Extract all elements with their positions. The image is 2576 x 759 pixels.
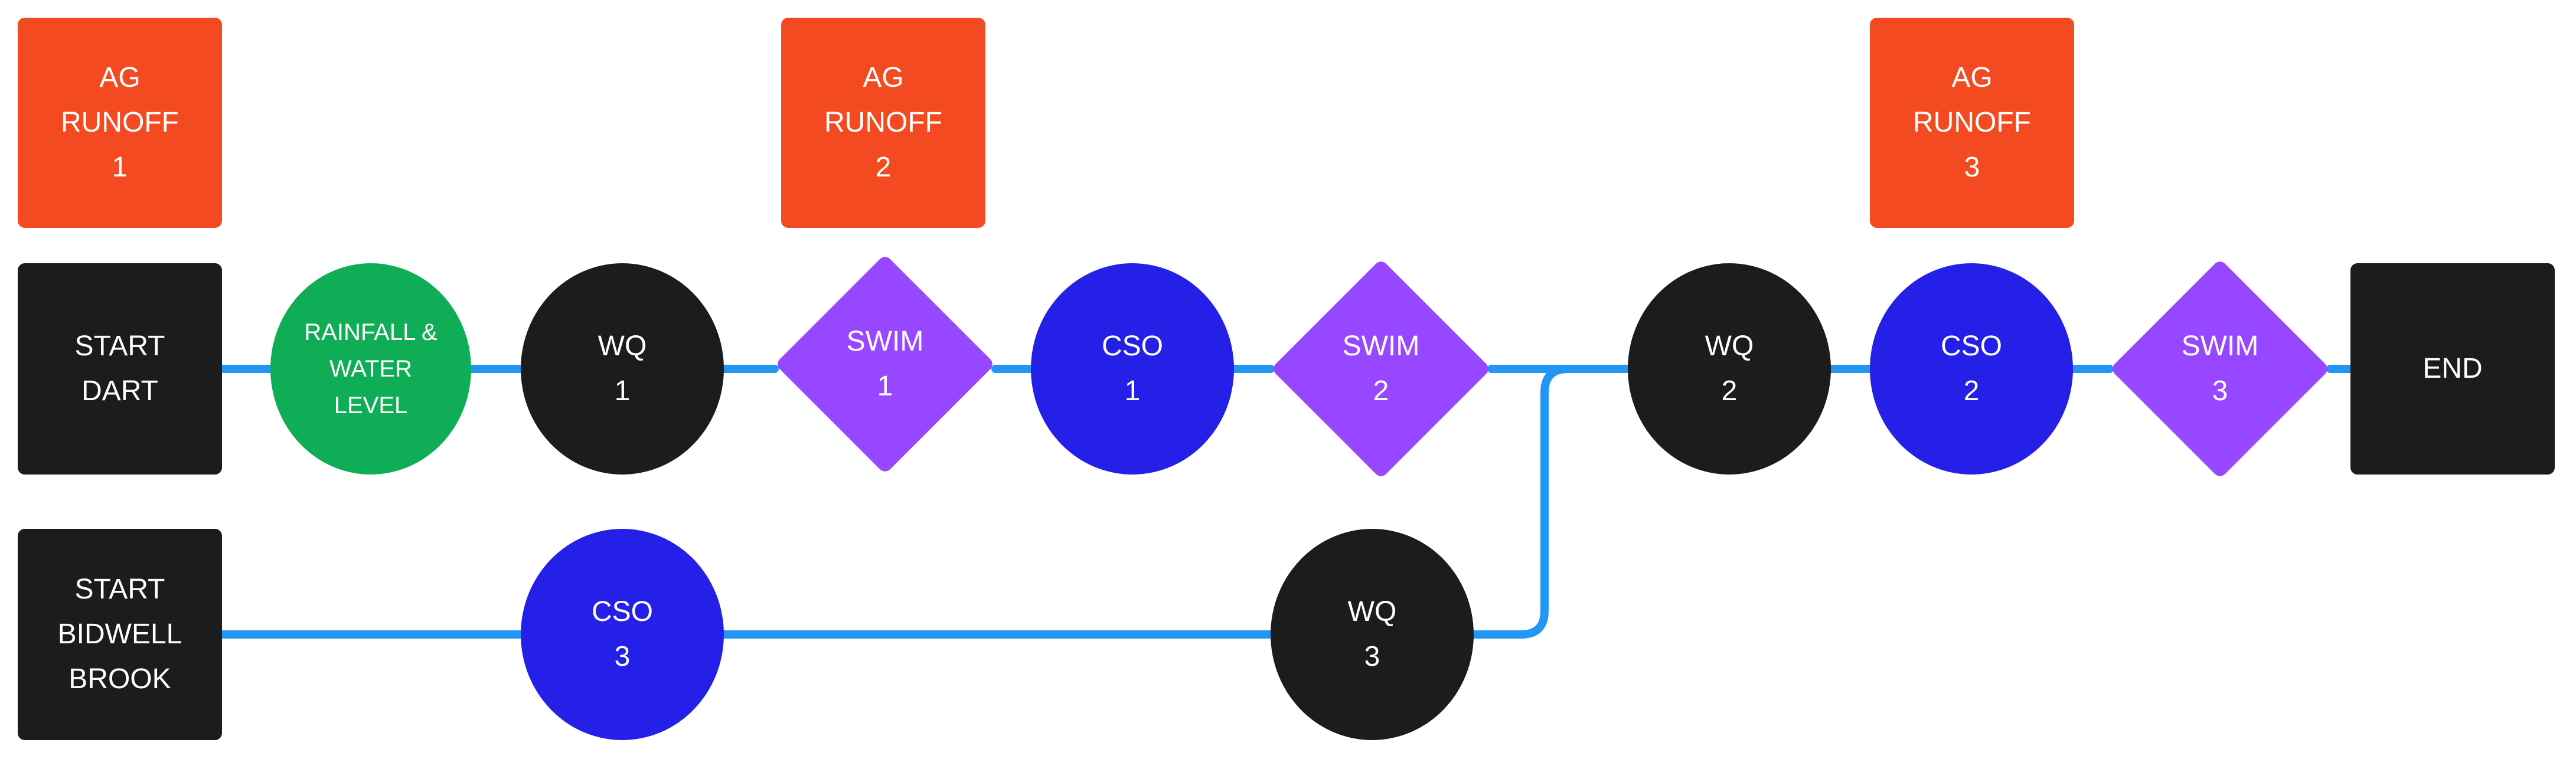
cso-2-node[interactable]: CSO 2 xyxy=(1870,263,2073,475)
cso-3-node[interactable]: CSO 3 xyxy=(521,529,724,740)
cso-1-node[interactable]: CSO 1 xyxy=(1031,263,1234,475)
rainfall-water-level-label: RAINFALL & WATER LEVEL xyxy=(304,319,438,418)
swim-2-node[interactable]: SWIM 2 xyxy=(1271,257,1491,480)
swim-3-label: SWIM 3 xyxy=(2181,331,2259,407)
swim-3-node[interactable]: SWIM 3 xyxy=(2110,257,2330,480)
swim-1-node[interactable]: SWIM 1 xyxy=(775,253,995,476)
swim-1-label: SWIM 1 xyxy=(846,326,924,402)
ag-runoff-2-label: AG RUNOFF 2 xyxy=(824,62,942,183)
start-dart-label: START DART xyxy=(74,331,165,407)
wq-3-label: WQ 3 xyxy=(1347,596,1397,672)
start-bidwell-brook-label: START BIDWELL BROOK xyxy=(57,574,182,695)
ag-runoff-3-label: AG RUNOFF 3 xyxy=(1913,62,2031,183)
wq-3-node[interactable]: WQ 3 xyxy=(1271,529,1474,740)
ag-runoff-1-node[interactable]: AG RUNOFF 1 xyxy=(18,18,222,228)
cso-1-label: CSO 1 xyxy=(1101,331,1163,407)
wq-1-node[interactable]: WQ 1 xyxy=(521,263,724,475)
ag-runoff-1-label: AG RUNOFF 1 xyxy=(61,62,179,183)
rainfall-water-level-node[interactable]: RAINFALL & WATER LEVEL xyxy=(270,263,471,475)
end-label: END xyxy=(2422,353,2483,384)
cso-3-label: CSO 3 xyxy=(591,596,653,672)
wq-2-node[interactable]: WQ 2 xyxy=(1628,263,1831,475)
wq-1-label: WQ 1 xyxy=(598,331,647,407)
wq-2-label: WQ 2 xyxy=(1705,331,1754,407)
cso-2-label: CSO 2 xyxy=(1940,331,2002,407)
ag-runoff-2-node[interactable]: AG RUNOFF 2 xyxy=(781,18,985,228)
start-dart-node[interactable]: START DART xyxy=(18,263,222,475)
end-node[interactable]: END xyxy=(2350,263,2555,475)
swim-2-label: SWIM 2 xyxy=(1342,331,1420,407)
start-bidwell-brook-node[interactable]: START BIDWELL BROOK xyxy=(18,529,222,740)
ag-runoff-3-node[interactable]: AG RUNOFF 3 xyxy=(1870,18,2074,228)
edge-wq-3-to-wq-2 xyxy=(1470,365,1632,639)
